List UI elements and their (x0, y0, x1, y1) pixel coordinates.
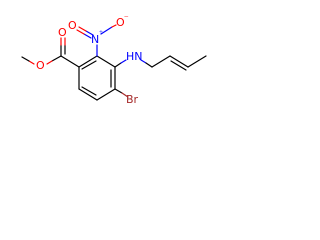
nitro-o-double-bond (76, 29, 85, 35)
nitro-o-left-label: O (68, 19, 77, 32)
bromine-label: Br (126, 93, 139, 106)
chain-double-bond-inner (170, 60, 187, 71)
nitro-o-double-bond (85, 30, 94, 36)
amine-label: HN (126, 50, 143, 63)
butenylamino-group (114, 55, 207, 71)
nitro-o-top-label: O (116, 16, 125, 29)
chain-bond (145, 62, 153, 68)
chain-terminal-bond (187, 55, 207, 68)
chain-bond (151, 55, 171, 68)
chain-double-bond (169, 55, 189, 68)
amine-bond (120, 59, 127, 64)
ester-bond (60, 55, 80, 68)
chain-bond (140, 59, 147, 64)
ester-o-label: O (36, 59, 45, 72)
nitro-group (76, 24, 117, 57)
benzene-ring (78, 55, 116, 101)
molecule-structure: N + O − O HN Br O O (0, 0, 214, 162)
bromine-bond (114, 88, 123, 94)
ring-bond (96, 88, 116, 101)
nitro-o-bond (111, 24, 117, 28)
nitro-o-double-bond (83, 33, 92, 39)
ring-bond (96, 55, 116, 68)
carbonyl-o-label: O (58, 26, 67, 39)
methyl-ester-group (21, 37, 80, 68)
ring-bond (78, 88, 98, 101)
methyl-bond (21, 56, 30, 62)
nitro-n-label: N (91, 33, 99, 46)
molecule-drawing: N + O − O HN Br O O (21, 12, 207, 106)
nitro-minus-label: − (124, 12, 129, 21)
ester-o-bond (46, 60, 53, 65)
bromine-bond (121, 92, 129, 98)
ring-bond-inner (81, 86, 97, 96)
nitro-o-bond (100, 26, 113, 35)
methyl-bond (28, 60, 35, 65)
nitro-plus-label: + (99, 28, 103, 36)
ester-o-bond (51, 55, 62, 62)
ring-bond-inner (81, 60, 97, 70)
nitro-o-double-bond (78, 26, 87, 32)
ring-bond (78, 55, 98, 68)
amine-bond (114, 62, 122, 68)
